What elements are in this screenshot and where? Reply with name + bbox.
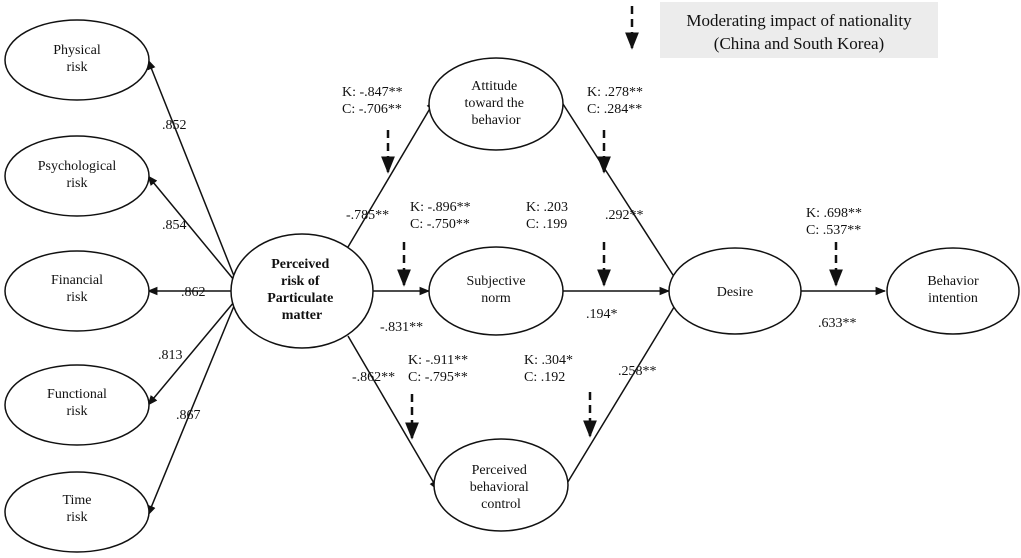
svg-text:Perceived risk of: Perceived risk of Particulate matter: [267, 257, 337, 323]
node-desire: Desire: [668, 247, 802, 335]
path-desire-intention: .633**: [818, 316, 857, 331]
path-center-subjective: -.831**: [380, 320, 423, 335]
moderation-pbc-desire: K: .304* C: .192: [524, 353, 577, 385]
node-perceived-behavioral-control: Perceived behavioral control: [433, 438, 569, 532]
moderation-center-pbc: K: -.911** C: -.795**: [408, 353, 472, 385]
loading-financial: .862: [181, 285, 206, 300]
path-center-pbc: -.862**: [352, 370, 395, 385]
edge-center-time: [147, 305, 235, 516]
loading-time: .867: [176, 408, 201, 423]
moderation-center-subjective: K: -.896** C: -.750**: [410, 200, 474, 232]
moderation-attitude-desire: K: .278** C: .284**: [587, 85, 647, 117]
path-attitude-desire: .292**: [605, 208, 644, 223]
edge-center-functional: [147, 301, 235, 406]
loading-physical: .852: [162, 118, 187, 133]
svg-text:Perceived behavioral: Perceived behavioral control: [470, 463, 533, 512]
edge-pbc-desire: [565, 293, 683, 486]
svg-text:Attitude toward the: Attitude toward the behavior: [465, 79, 528, 128]
edge-center-pbc: [347, 335, 439, 491]
edge-center-physical: [147, 59, 235, 277]
loading-psychological: .854: [162, 218, 187, 233]
edge-attitude-desire: [562, 103, 683, 290]
legend-box: [660, 2, 938, 58]
moderation-desire-intention: K: .698** C: .537**: [806, 206, 866, 238]
legend-line-2: (China and South Korea): [714, 34, 884, 53]
svg-text:Desire: Desire: [717, 285, 754, 300]
node-perceived-risk-particulate-matter: Perceived risk of Particulate matter: [230, 233, 374, 349]
path-subjective-desire: .194*: [586, 307, 618, 322]
node-attitude-toward-behavior: Attitude toward the behavior: [428, 57, 564, 151]
path-pbc-desire: .258**: [618, 364, 657, 379]
loading-functional: .813: [158, 348, 183, 363]
legend-line-1: Moderating impact of nationality: [686, 11, 912, 30]
moderation-center-attitude: K: -.847** C: -.706**: [342, 85, 406, 117]
edge-center-psychological: [147, 175, 235, 281]
path-center-attitude: -.785**: [346, 208, 389, 223]
moderation-subjective-desire: K: .203 C: .199: [526, 200, 572, 232]
